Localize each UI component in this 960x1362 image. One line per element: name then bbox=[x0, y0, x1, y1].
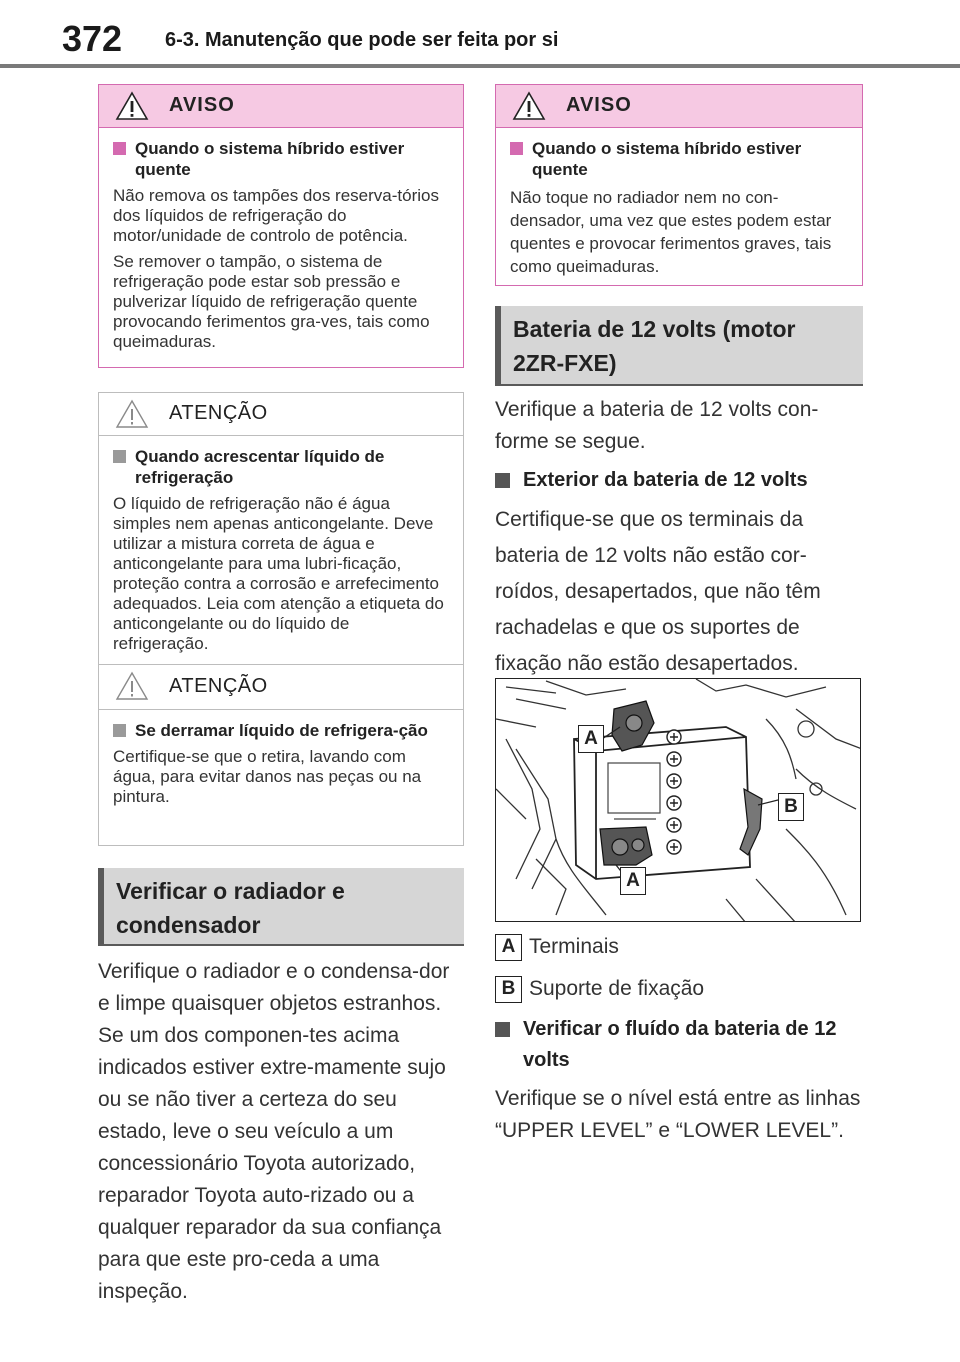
caution-heading-text: Quando acrescentar líquido de refrigeraç… bbox=[135, 447, 385, 487]
caution-heading: Se derramar líquido de refrigera-ção bbox=[113, 720, 449, 741]
callout-a-top: A bbox=[578, 725, 604, 753]
caution-heading-text: Se derramar líquido de refrigera-ção bbox=[135, 721, 428, 740]
caution-box-coolant: ATENÇÃO Quando acrescentar líquido de re… bbox=[98, 392, 464, 846]
bullet-square-icon bbox=[113, 142, 126, 155]
hold-down-clamp bbox=[739, 787, 763, 856]
bullet-square-icon bbox=[495, 473, 510, 488]
warning-paragraph: Se remover o tampão, o sistema de refrig… bbox=[113, 252, 430, 351]
caution-paragraph: O líquido de refrigeração não é água sim… bbox=[113, 494, 444, 653]
warning-box-title: AVISO bbox=[169, 94, 235, 116]
warning-box-header: AVISO bbox=[99, 85, 463, 128]
legend-text: Terminais bbox=[529, 935, 619, 958]
legend-label: A bbox=[495, 934, 522, 961]
battery-exterior-text: Certifique-se que os terminais da bateri… bbox=[495, 508, 821, 675]
caution-triangle-icon bbox=[115, 671, 149, 700]
section-underline bbox=[104, 944, 464, 946]
section-title-text: Bateria de 12 volts (motor 2ZR-FXE) bbox=[513, 316, 796, 376]
page-number: 372 bbox=[62, 18, 123, 59]
warning-heading: Quando o sistema híbrido estiver quente bbox=[113, 138, 449, 180]
caution-heading: Quando acrescentar líquido de refrigeraç… bbox=[113, 446, 449, 488]
battery-illustration bbox=[496, 679, 860, 921]
section-title-battery: Bateria de 12 volts (motor 2ZR-FXE) bbox=[495, 306, 863, 386]
warning-heading-text: Quando o sistema híbrido estiver quente bbox=[532, 139, 802, 179]
battery-cell-caps bbox=[666, 729, 682, 855]
warning-box-radiator-hot: AVISO Quando o sistema híbrido estiver q… bbox=[495, 84, 863, 286]
caution-subheader: ATENÇÃO bbox=[99, 664, 463, 710]
battery-exterior-heading-text: Exterior da bateria de 12 volts bbox=[523, 469, 808, 491]
battery-fluid-heading-text: Verificar o fluído da bateria de 12 volt… bbox=[523, 1018, 837, 1071]
warning-triangle-icon bbox=[512, 91, 546, 120]
callout-a-bottom: A bbox=[620, 867, 646, 895]
callout-b: B bbox=[778, 793, 804, 821]
warning-paragraph: Não toque no radiador nem no con-densado… bbox=[510, 188, 832, 276]
bullet-square-icon bbox=[510, 142, 523, 155]
battery-exterior-heading: Exterior da bateria de 12 volts bbox=[495, 465, 863, 496]
bullet-square-icon bbox=[113, 724, 126, 737]
battery-fluid-text: Verifique se o nível está entre as linha… bbox=[495, 1087, 861, 1142]
battery-fluid-heading: Verificar o fluído da bateria de 12 volt… bbox=[495, 1014, 863, 1076]
warning-heading-text: Quando o sistema híbrido estiver quente bbox=[135, 139, 405, 179]
battery-intro-text: Verifique a bateria de 12 volts con-form… bbox=[495, 398, 819, 453]
section-underline bbox=[501, 384, 863, 386]
header-divider bbox=[0, 64, 960, 68]
warning-box-header: AVISO bbox=[496, 85, 862, 128]
caution-subheader-title: ATENÇÃO bbox=[169, 675, 268, 697]
negative-terminal bbox=[599, 826, 653, 866]
positive-terminal bbox=[611, 700, 655, 752]
legend-text: Suporte de fixação bbox=[529, 977, 705, 1000]
warning-triangle-icon bbox=[115, 91, 149, 120]
chapter-title: 6-3. Manutenção que pode ser feita por s… bbox=[165, 29, 559, 51]
section-title-text: Verificar o radiador e condensador bbox=[116, 878, 345, 938]
caution-triangle-icon bbox=[115, 399, 149, 428]
legend-label: B bbox=[495, 976, 522, 1003]
bullet-square-icon bbox=[113, 450, 126, 463]
page-header: 372 6-3. Manutenção que pode ser feita p… bbox=[0, 0, 960, 64]
warning-box-hybrid-hot: AVISO Quando o sistema híbrido estiver q… bbox=[98, 84, 464, 368]
bullet-square-icon bbox=[495, 1022, 510, 1037]
section-title-radiator: Verificar o radiador e condensador bbox=[98, 868, 464, 946]
caution-box-title: ATENÇÃO bbox=[169, 402, 268, 424]
battery-figure: A B A bbox=[495, 678, 861, 922]
caution-paragraph: Certifique-se que o retira, lavando com … bbox=[113, 747, 422, 806]
warning-heading: Quando o sistema híbrido estiver quente bbox=[510, 138, 848, 180]
caution-box-header: ATENÇÃO bbox=[99, 393, 463, 436]
warning-box-title: AVISO bbox=[566, 94, 632, 116]
radiator-body-text: Verifique o radiador e o condensa-dor e … bbox=[98, 960, 450, 1303]
warning-paragraph: Não remova os tampões dos reserva-tórios… bbox=[113, 186, 439, 245]
